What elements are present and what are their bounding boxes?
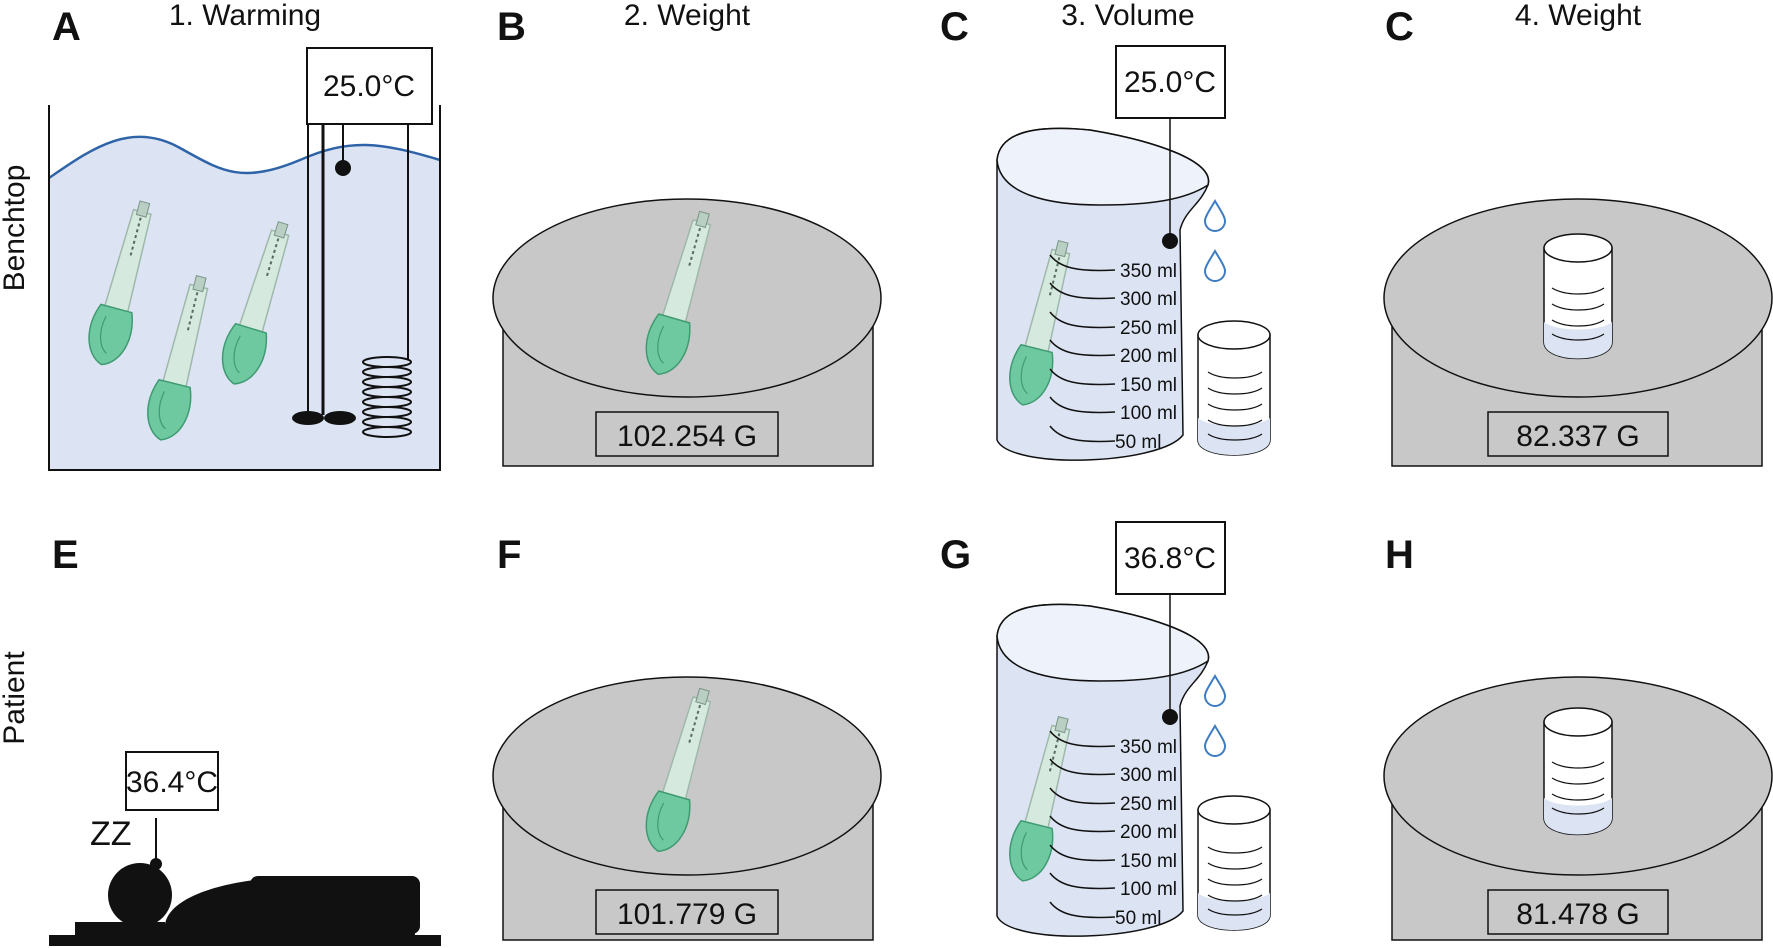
beaker-g-labels: 350 ml 300 ml 250 ml 200 ml 150 ml 100 m… <box>1115 737 1177 929</box>
scale-display-f: 101.779 G <box>595 889 779 935</box>
beaker-mark-150: 150 ml <box>1120 851 1177 872</box>
panel-letter-e: E <box>52 533 79 577</box>
beaker-mark-200: 200 ml <box>1120 346 1177 367</box>
thermometer-icon <box>335 125 351 176</box>
small-cylinder-h <box>1543 707 1613 836</box>
heating-coil-icon <box>362 125 412 438</box>
beaker-mark-150: 150 ml <box>1120 375 1177 396</box>
thermometer-display-patient: 36.4°C <box>125 751 219 811</box>
patient-temp-reading: 36.4°C <box>126 766 218 799</box>
beaker-mark-100: 100 ml <box>1120 403 1177 424</box>
row-label-patient: Patient <box>0 651 31 745</box>
panel-letter-f: F <box>497 533 521 577</box>
thermometer-display-bath: 25.0°C <box>306 47 433 125</box>
patient-weight-2: 81.478 G <box>1516 898 1639 931</box>
beaker-mark-50: 50 ml <box>1115 908 1161 929</box>
panel-letter-c-1: C <box>940 5 969 49</box>
panel-letter-h: H <box>1385 533 1414 577</box>
beaker-mark-300: 300 ml <box>1120 289 1177 310</box>
small-cylinder-c <box>1197 320 1271 456</box>
scale-display-h: 81.478 G <box>1487 889 1669 935</box>
stirrer-icon <box>292 125 356 425</box>
patient-weight-1: 101.779 G <box>617 898 757 931</box>
beaker-c-labels: 350 ml 300 ml 250 ml 200 ml 150 ml 100 m… <box>1115 261 1177 453</box>
small-cylinder-g <box>1197 795 1271 931</box>
beaker-mark-350: 350 ml <box>1120 737 1177 758</box>
scale-display-c2: 82.337 G <box>1487 411 1669 457</box>
beaker-mark-250: 250 ml <box>1120 794 1177 815</box>
beaker-mark-350: 350 ml <box>1120 261 1177 282</box>
thermometer-display-c: 25.0°C <box>1115 45 1226 119</box>
water-drop-icon <box>1204 725 1226 757</box>
bath-temp-reading: 25.0°C <box>323 70 415 103</box>
water-drop-icon <box>1204 250 1226 282</box>
column-heading-weight-1: 2. Weight <box>624 0 751 32</box>
row-label-benchtop: Benchtop <box>0 165 31 292</box>
panel-letter-g: G <box>940 533 971 577</box>
column-heading-weight-2: 4. Weight <box>1515 0 1642 32</box>
beaker-mark-250: 250 ml <box>1120 318 1177 339</box>
water-drop-icon <box>1204 675 1226 707</box>
scale-display-b: 102.254 G <box>595 411 779 457</box>
thermometer-icon <box>1162 118 1178 249</box>
panel-a-water-bath <box>48 105 441 471</box>
panel-letter-c-2: C <box>1385 5 1414 49</box>
benchtop-weight-2: 82.337 G <box>1516 420 1639 453</box>
thermometer-icon <box>1162 594 1178 725</box>
column-heading-volume: 3. Volume <box>1061 0 1194 32</box>
thermometer-icon <box>150 818 162 870</box>
beaker-mark-200: 200 ml <box>1120 822 1177 843</box>
thermometer-display-g: 36.8°C <box>1115 521 1226 595</box>
benchtop-weight-1: 102.254 G <box>617 420 757 453</box>
sleeping-patient-icon <box>49 863 441 946</box>
panel-letter-b: B <box>497 5 526 49</box>
beaker-mark-300: 300 ml <box>1120 765 1177 786</box>
beaker-g-graduations <box>1049 730 1116 919</box>
sleep-zz-text: ZZ <box>90 815 132 853</box>
beaker-c-graduations <box>1049 254 1116 443</box>
beaker-mark-50: 50 ml <box>1115 432 1161 453</box>
benchtop-volume-temp: 25.0°C <box>1124 66 1216 99</box>
water-drop-icon <box>1204 200 1226 232</box>
column-heading-warming: 1. Warming <box>169 0 321 32</box>
small-cylinder-c2 <box>1543 233 1613 360</box>
beaker-mark-100: 100 ml <box>1120 879 1177 900</box>
patient-volume-temp: 36.8°C <box>1124 542 1216 575</box>
panel-letter-a: A <box>52 5 81 49</box>
